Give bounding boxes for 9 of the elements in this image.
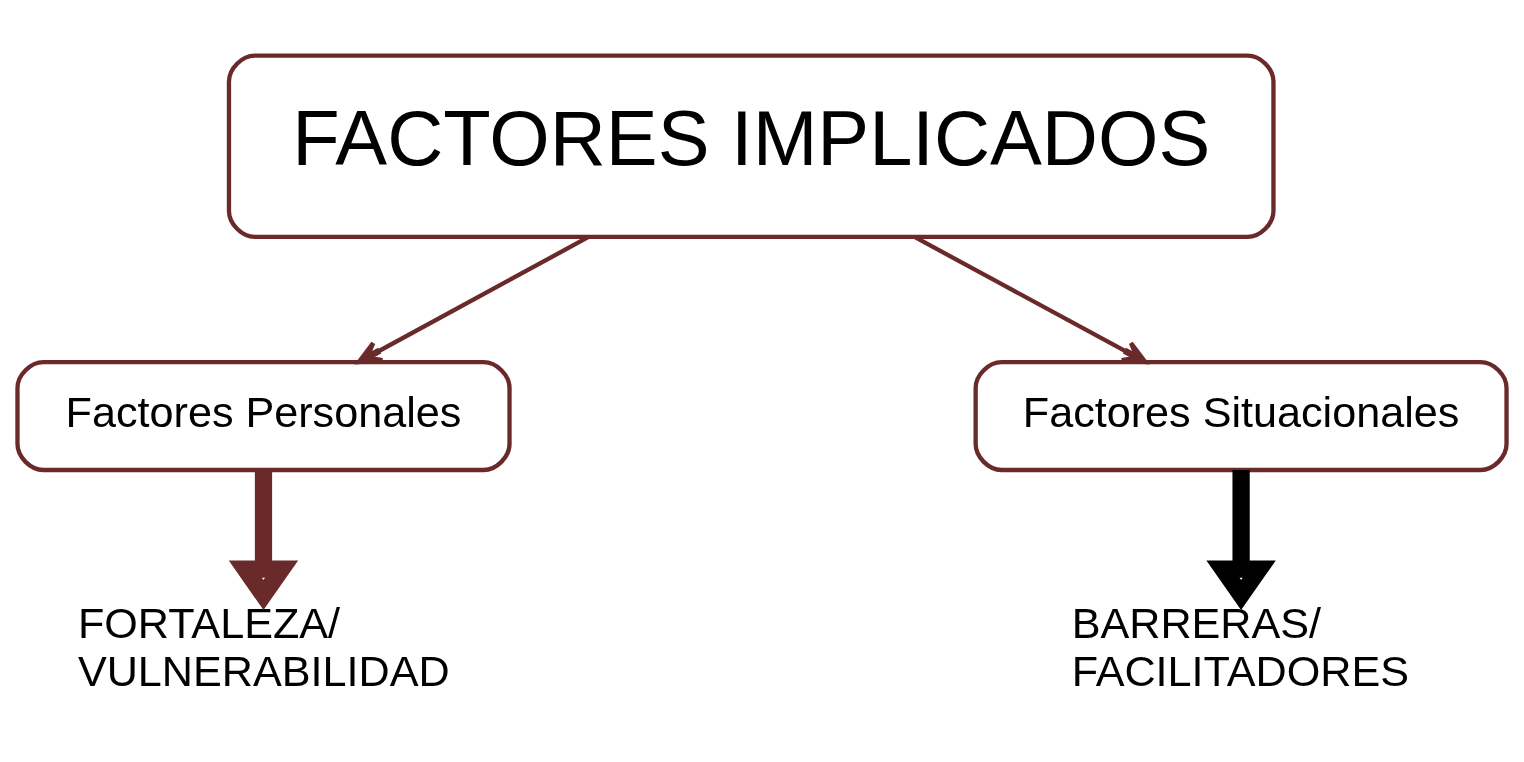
node-text: BARRERAS/ FACILITADORES [1071, 598, 1410, 695]
arrow [228, 469, 299, 610]
arrow [914, 234, 1148, 364]
node-box: Factores Personales [15, 359, 512, 472]
node-text: FORTALEZA/ VULNERABILIDAD [77, 598, 450, 695]
node-box: Factores Situacionales [973, 359, 1509, 472]
node-box: FACTORES IMPLICADOS [226, 52, 1276, 239]
arrow [1206, 469, 1276, 610]
arrow [356, 234, 590, 364]
